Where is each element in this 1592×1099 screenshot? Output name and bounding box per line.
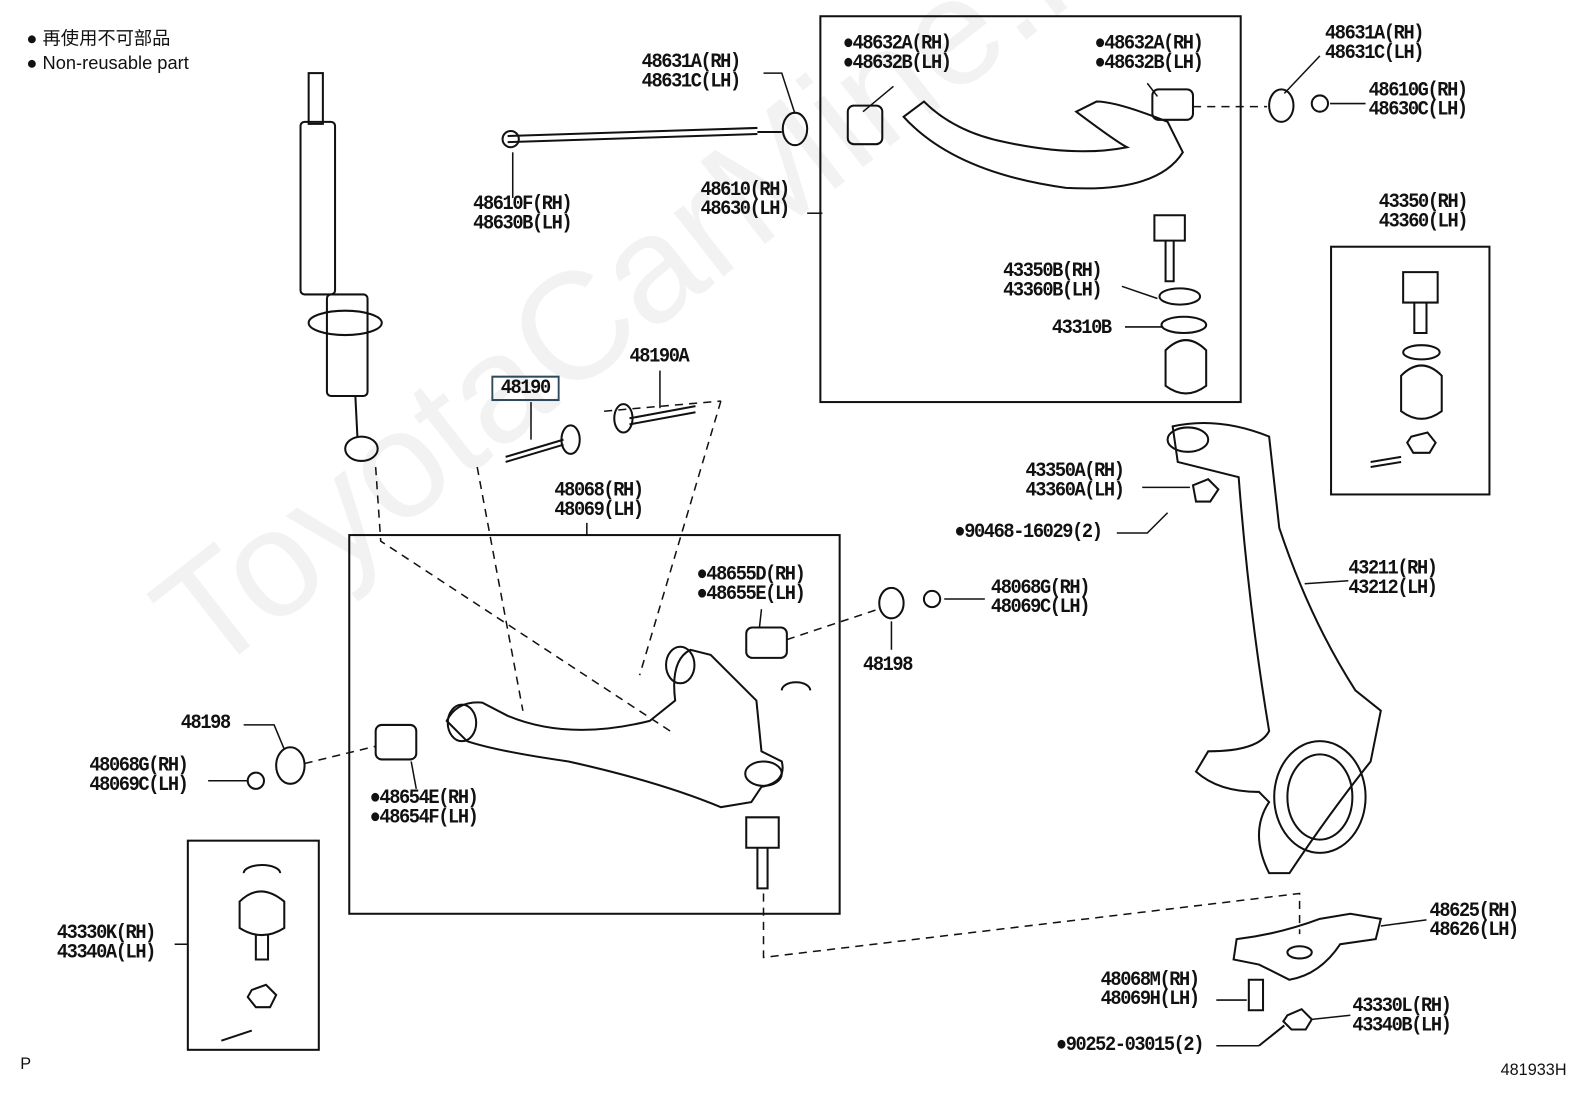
part-number-line: 48610(RH)	[700, 178, 791, 203]
part-number-line: 43310B	[1051, 316, 1112, 341]
part-number-label[interactable]: 43330L(RH)43340B(LH)	[1352, 994, 1452, 1038]
legend-en: ● Non-reusable part	[26, 52, 189, 74]
steering-arm	[1232, 912, 1383, 1047]
part-number-line: ●48632A(RH)	[1094, 32, 1203, 56]
part-number-line: 48069(LH)	[554, 498, 644, 522]
part-number-line: 48068(RH)	[554, 479, 644, 503]
guide-lines	[304, 105, 1301, 959]
part-number-line: 48630B(LH)	[473, 212, 573, 236]
part-number-line: 48626(LH)	[1429, 918, 1520, 943]
legend-jp: ● 再使用不可部品	[26, 28, 171, 49]
part-number-line: 43360B(LH)	[1003, 279, 1103, 303]
part-number-line: 48190	[500, 376, 551, 401]
part-number-line: 48069C(LH)	[990, 595, 1091, 620]
part-number-line: 43350B(RH)	[1003, 259, 1103, 284]
upper-control-arm	[846, 88, 1330, 395]
upper-ball-joint	[1370, 271, 1443, 469]
part-number-line: 48630C(LH)	[1368, 98, 1469, 122]
legend: ● 再使用不可部品 ● Non-reusable part	[26, 26, 188, 75]
part-number-label[interactable]: 48610(RH)48630(LH)	[700, 178, 791, 222]
upper-ball-joint-box	[1330, 245, 1491, 496]
part-number-line: 48068G(RH)	[89, 754, 189, 778]
part-number-line: 43350(RH)	[1378, 190, 1469, 215]
part-number-line: 48068G(RH)	[990, 576, 1091, 601]
part-number-line: ●48655E(LH)	[696, 582, 805, 607]
part-number-label[interactable]: 48198	[863, 653, 913, 678]
part-number-label[interactable]: 48190	[491, 375, 560, 402]
part-number-line: 43211(RH)	[1348, 557, 1438, 581]
part-number-line: 48625(RH)	[1429, 899, 1520, 923]
lower-arm-box	[348, 534, 841, 915]
part-number-line: 43330K(RH)	[56, 921, 157, 946]
part-number-label[interactable]: ●90252-03015(2)	[1055, 1033, 1205, 1057]
diagram-id: 481933H	[1500, 1062, 1567, 1080]
page-marker: P	[20, 1055, 32, 1074]
part-number-label[interactable]: 43350B(RH)43360B(LH)	[1003, 259, 1103, 303]
part-number-line: 48069H(LH)	[1100, 987, 1201, 1012]
part-number-line: 48630(LH)	[700, 197, 791, 222]
part-number-label[interactable]: ●48632A(RH)●48632B(LH)	[842, 32, 952, 76]
part-number-label[interactable]: 43310B	[1051, 316, 1112, 341]
lower-control-arm	[246, 586, 942, 890]
part-number-line: 48631C(LH)	[641, 70, 742, 94]
part-number-label[interactable]: ●48632A(RH)●48632B(LH)	[1094, 32, 1203, 76]
part-number-line: ●48632A(RH)	[842, 32, 952, 56]
part-number-line: 48068M(RH)	[1100, 968, 1201, 992]
part-number-label[interactable]: 48625(RH)48626(LH)	[1429, 899, 1520, 943]
part-number-line: 43340A(LH)	[56, 941, 157, 965]
part-number-line: 48631A(RH)	[641, 50, 742, 75]
cam-bolts	[505, 403, 696, 463]
upper-arm-box	[819, 15, 1242, 404]
part-number-line: ●48632B(LH)	[1094, 51, 1203, 76]
part-number-line: 43340B(LH)	[1352, 1014, 1452, 1038]
part-number-line: ●48655D(RH)	[696, 563, 805, 587]
part-number-label[interactable]: 43211(RH)43212(LH)	[1348, 557, 1438, 601]
part-number-line: 43212(LH)	[1348, 576, 1438, 601]
part-number-label[interactable]: 48610F(RH)48630B(LH)	[473, 192, 573, 236]
part-number-label[interactable]: 43330K(RH)43340A(LH)	[56, 921, 157, 965]
part-number-label[interactable]: 48068G(RH)48069C(LH)	[89, 754, 189, 798]
camber-rod	[501, 111, 809, 149]
part-number-label[interactable]: 43350(RH)43360(LH)	[1378, 190, 1469, 234]
lower-ball-joint-box	[186, 839, 320, 1051]
part-number-line: 48198	[180, 711, 231, 736]
part-number-label[interactable]: ●48655D(RH)●48655E(LH)	[696, 563, 805, 607]
part-number-label[interactable]: 48068(RH)48069(LH)	[554, 479, 644, 522]
part-number-label[interactable]: 43350A(RH)43360A(LH)	[1025, 459, 1125, 503]
lower-ball-joint	[221, 864, 286, 1042]
part-number-label[interactable]: 48631A(RH)48631C(LH)	[1324, 22, 1425, 65]
part-number-line: 48631A(RH)	[1324, 22, 1425, 46]
part-number-label[interactable]: 48068M(RH)48069H(LH)	[1100, 968, 1201, 1012]
steering-knuckle	[1166, 422, 1382, 875]
part-number-line: 48069C(LH)	[89, 773, 189, 798]
part-number-line: 48610G(RH)	[1368, 79, 1469, 103]
part-number-line: ●90252-03015(2)	[1055, 1033, 1205, 1057]
part-number-line: ●48654E(RH)	[369, 786, 479, 811]
part-number-label[interactable]: 48610G(RH)48630C(LH)	[1368, 79, 1469, 122]
part-number-line: ●48654F(LH)	[369, 806, 479, 830]
part-number-line: ●48632B(LH)	[842, 51, 952, 76]
part-number-label[interactable]: ●48654E(RH)●48654F(LH)	[369, 786, 479, 830]
part-number-label[interactable]: ●90468-16029(2)	[954, 520, 1103, 545]
part-number-line: 48190A	[629, 345, 689, 369]
part-number-line: ●90468-16029(2)	[954, 520, 1103, 545]
part-number-label[interactable]: 48068G(RH)48069C(LH)	[990, 576, 1091, 620]
part-number-line: 43360A(LH)	[1025, 479, 1125, 503]
part-number-label[interactable]: 48198	[180, 711, 231, 736]
part-number-label[interactable]: 48631A(RH)48631C(LH)	[641, 50, 742, 94]
part-number-line: 48198	[863, 653, 913, 678]
part-number-line: 43350A(RH)	[1025, 459, 1125, 484]
shock-absorber	[299, 72, 383, 462]
part-number-label[interactable]: 48190A	[629, 345, 689, 369]
part-number-line: 43330L(RH)	[1352, 994, 1452, 1019]
part-number-line: 48631C(LH)	[1324, 41, 1425, 65]
leader-lines	[174, 55, 1427, 1047]
part-number-line: 43360(LH)	[1378, 210, 1469, 234]
part-number-line: 48610F(RH)	[473, 192, 573, 217]
